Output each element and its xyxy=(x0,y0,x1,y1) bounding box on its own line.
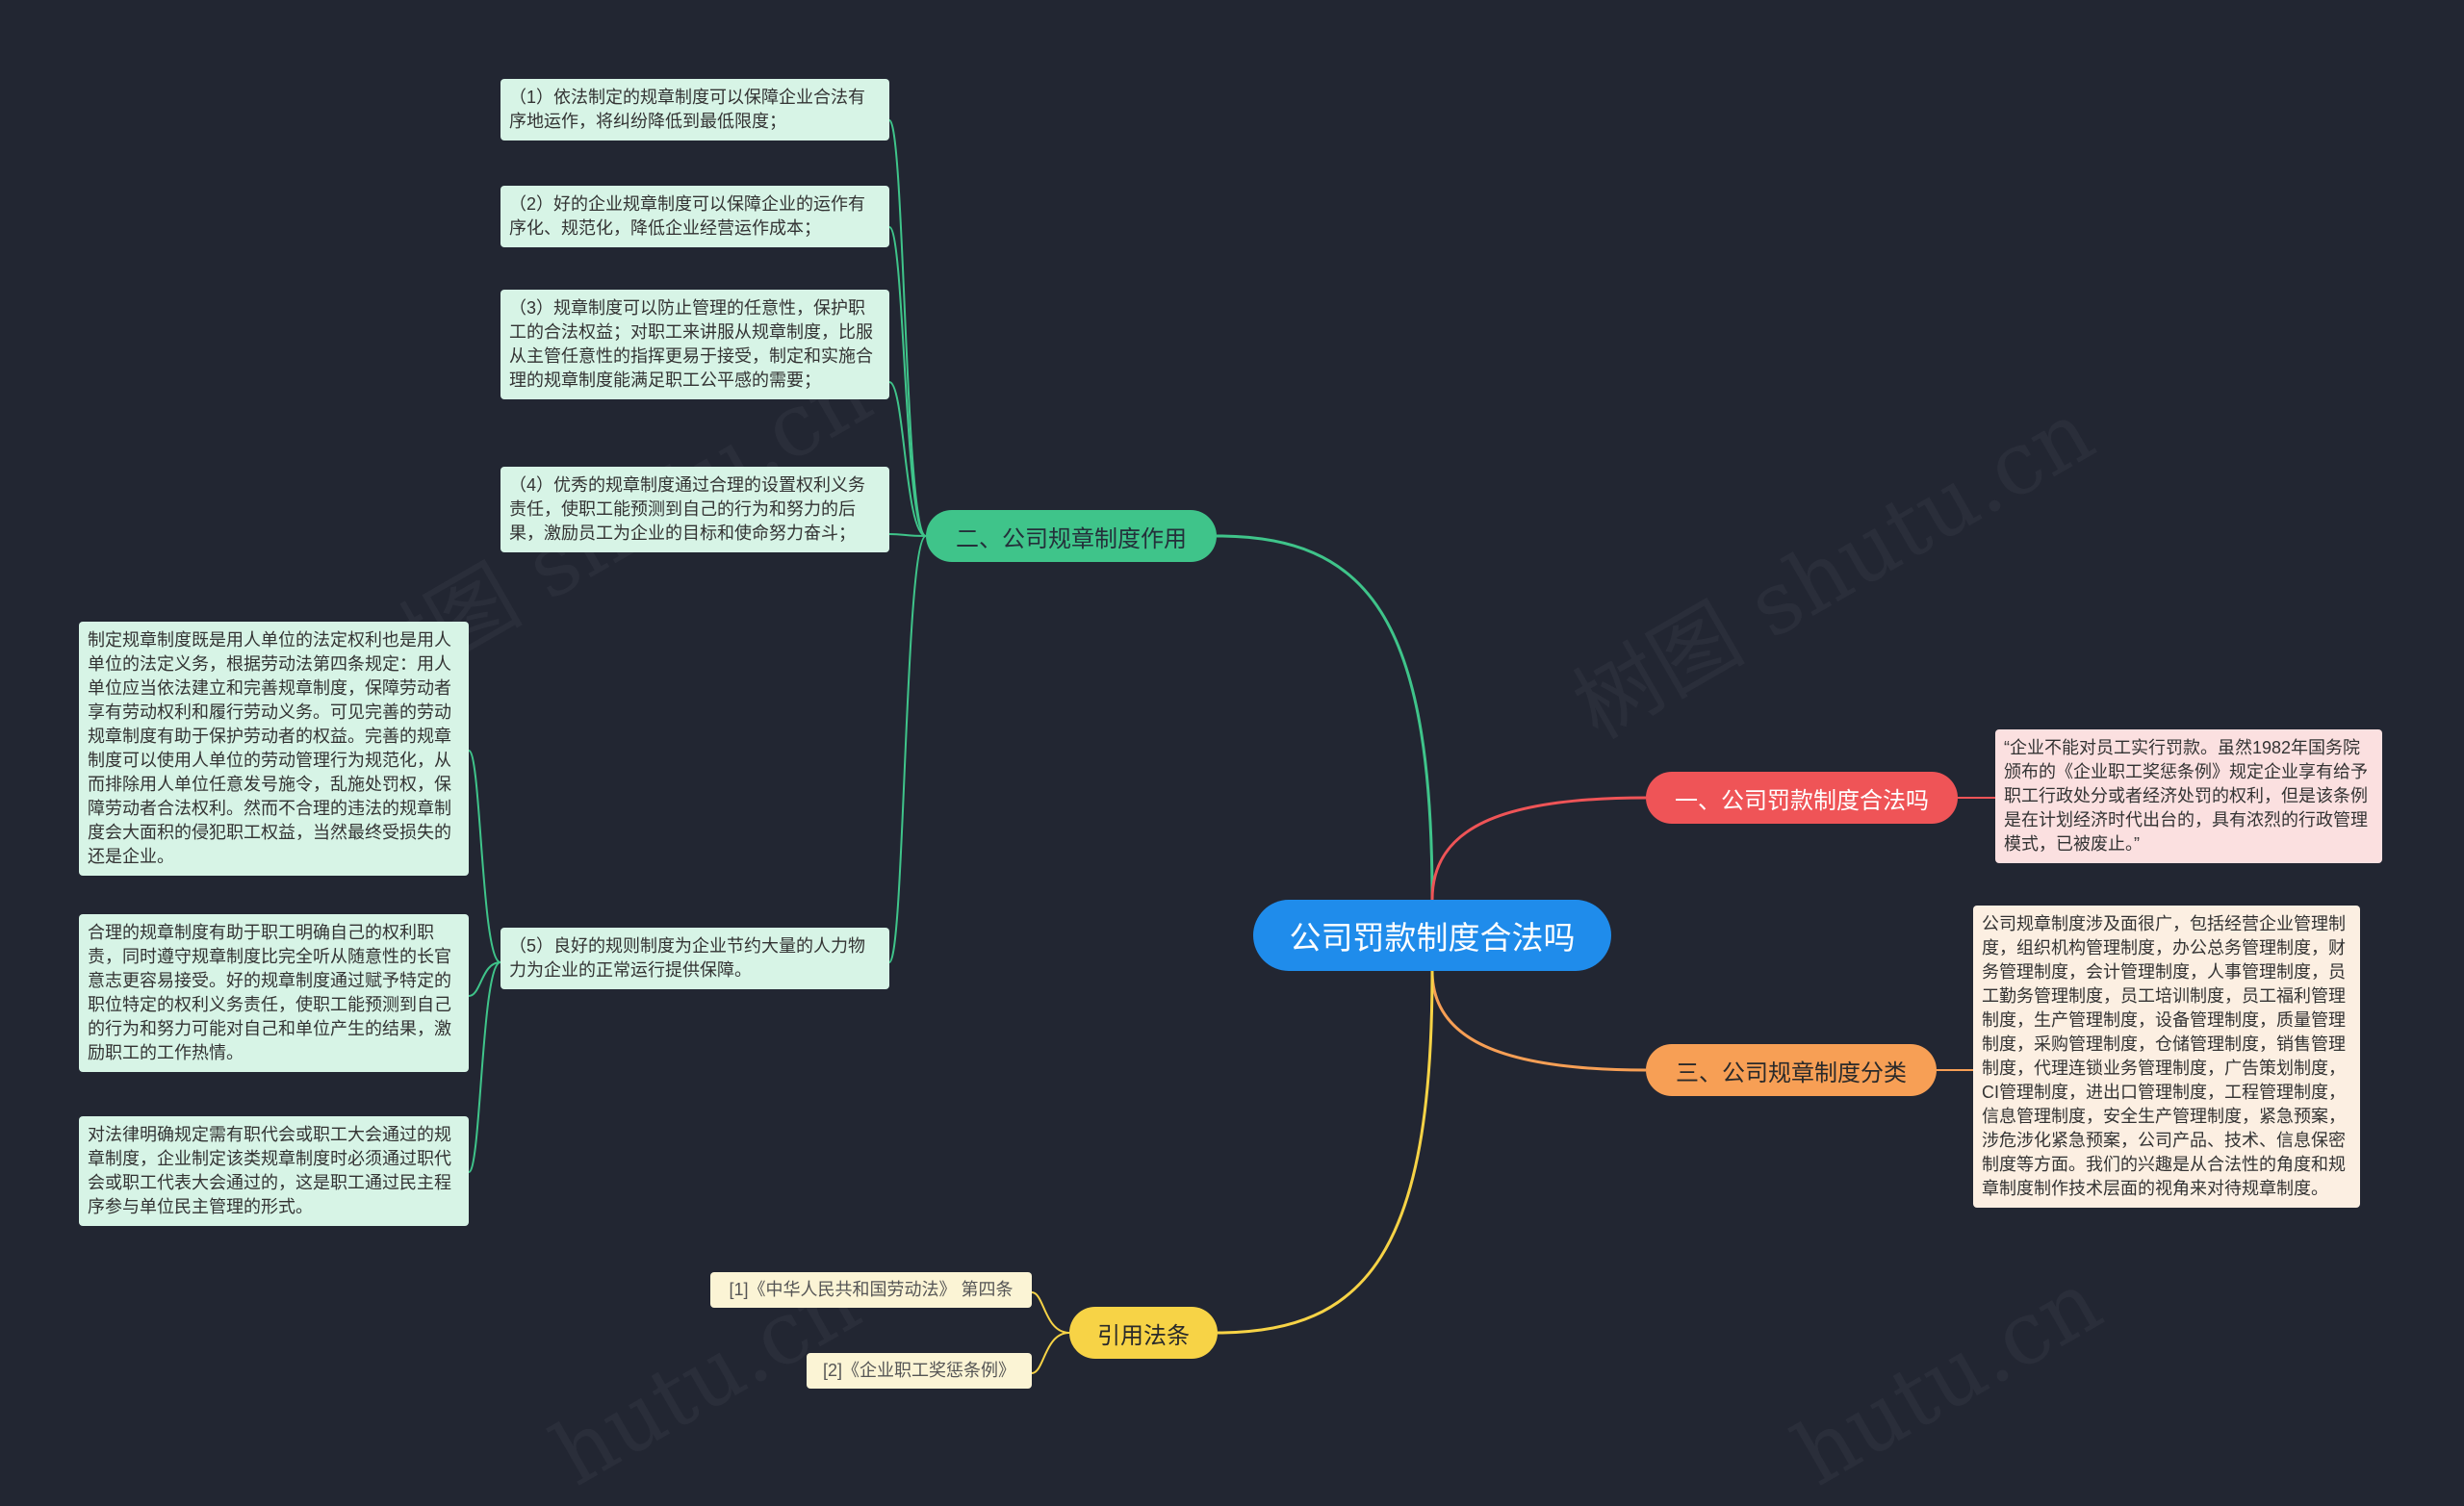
reference-item-2[interactable]: [2]《企业职工奖惩条例》 xyxy=(807,1353,1032,1389)
role-item-4[interactable]: （4）优秀的规章制度通过合理的设置权利义务责任，使职工能预测到自己的行为和努力的… xyxy=(500,467,889,552)
branch-references[interactable]: 引用法条 xyxy=(1069,1307,1218,1359)
role-item-5[interactable]: （5）良好的规则制度为企业节约大量的人力物力为企业的正常运行提供保障。 xyxy=(500,928,889,989)
legality-text[interactable]: “企业不能对员工实行罚款。虽然1982年国务院颁布的《企业职工奖惩条例》规定企业… xyxy=(1995,729,2382,863)
branch-types[interactable]: 三、公司规章制度分类 xyxy=(1646,1044,1937,1096)
role-subitem-3[interactable]: 对法律明确规定需有职代会或职工大会通过的规章制度，企业制定该类规章制度时必须通过… xyxy=(79,1116,469,1226)
branch-role[interactable]: 二、公司规章制度作用 xyxy=(926,510,1217,562)
types-text[interactable]: 公司规章制度涉及面很广，包括经营企业管理制度，组织机构管理制度，办公总务管理制度… xyxy=(1973,906,2360,1208)
role-subitem-1[interactable]: 制定规章制度既是用人单位的法定权利也是用人单位的法定义务，根据劳动法第四条规定：… xyxy=(79,622,469,876)
role-item-2[interactable]: （2）好的企业规章制度可以保障企业的运作有序化、规范化，降低企业经营运作成本； xyxy=(500,186,889,247)
role-item-3[interactable]: （3）规章制度可以防止管理的任意性，保护职工的合法权益；对职工来讲服从规章制度，… xyxy=(500,290,889,399)
branch-legality[interactable]: 一、公司罚款制度合法吗 xyxy=(1646,772,1958,824)
role-subitem-2[interactable]: 合理的规章制度有助于职工明确自己的权利职责，同时遵守规章制度比完全听从随意性的长… xyxy=(79,914,469,1072)
reference-item-1[interactable]: [1]《中华人民共和国劳动法》 第四条 xyxy=(710,1272,1032,1308)
root-topic[interactable]: 公司罚款制度合法吗 xyxy=(1253,900,1611,971)
role-item-1[interactable]: （1）依法制定的规章制度可以保障企业合法有序地运作，将纠纷降低到最低限度； xyxy=(500,79,889,140)
